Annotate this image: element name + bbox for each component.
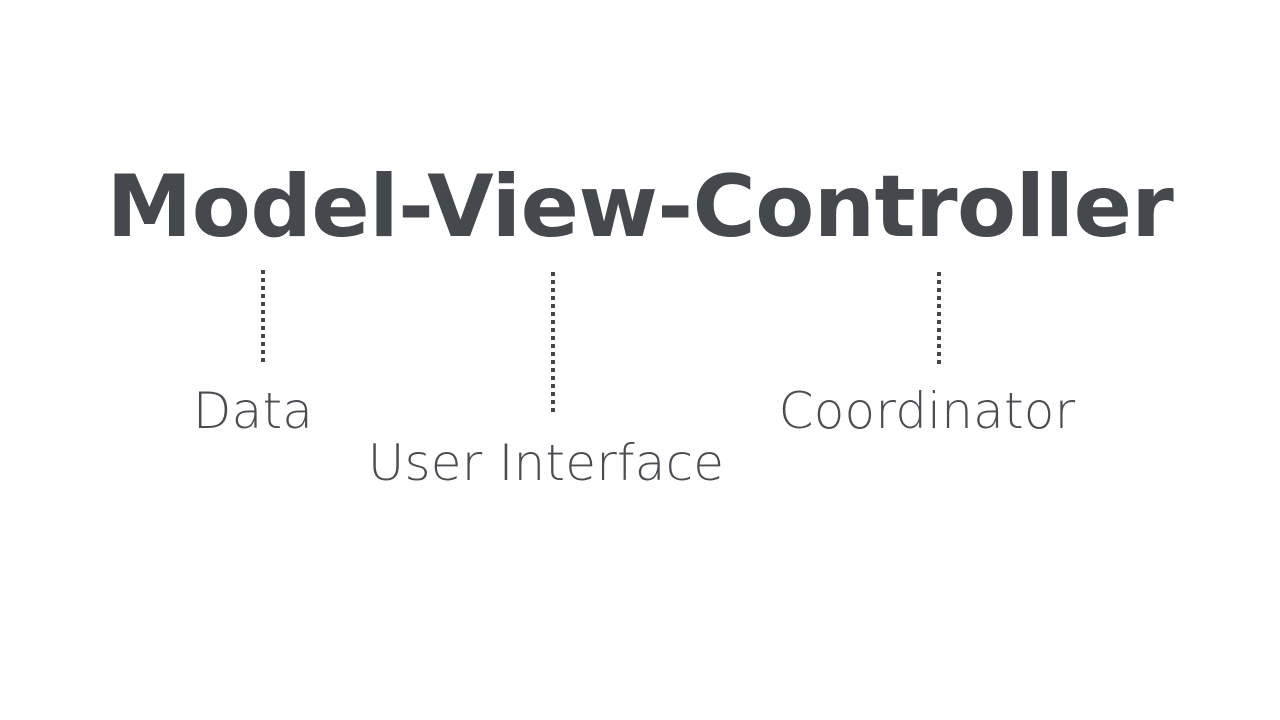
label-controller-coordinator: Coordinator <box>778 382 1076 440</box>
label-model-data: Data <box>192 382 314 440</box>
connector-line-view <box>551 272 555 416</box>
label-view-user-interface: User Interface <box>367 434 725 492</box>
page-title: Model-View-Controller <box>106 157 1174 257</box>
connector-line-model <box>261 270 265 362</box>
connector-line-controller <box>937 272 941 364</box>
